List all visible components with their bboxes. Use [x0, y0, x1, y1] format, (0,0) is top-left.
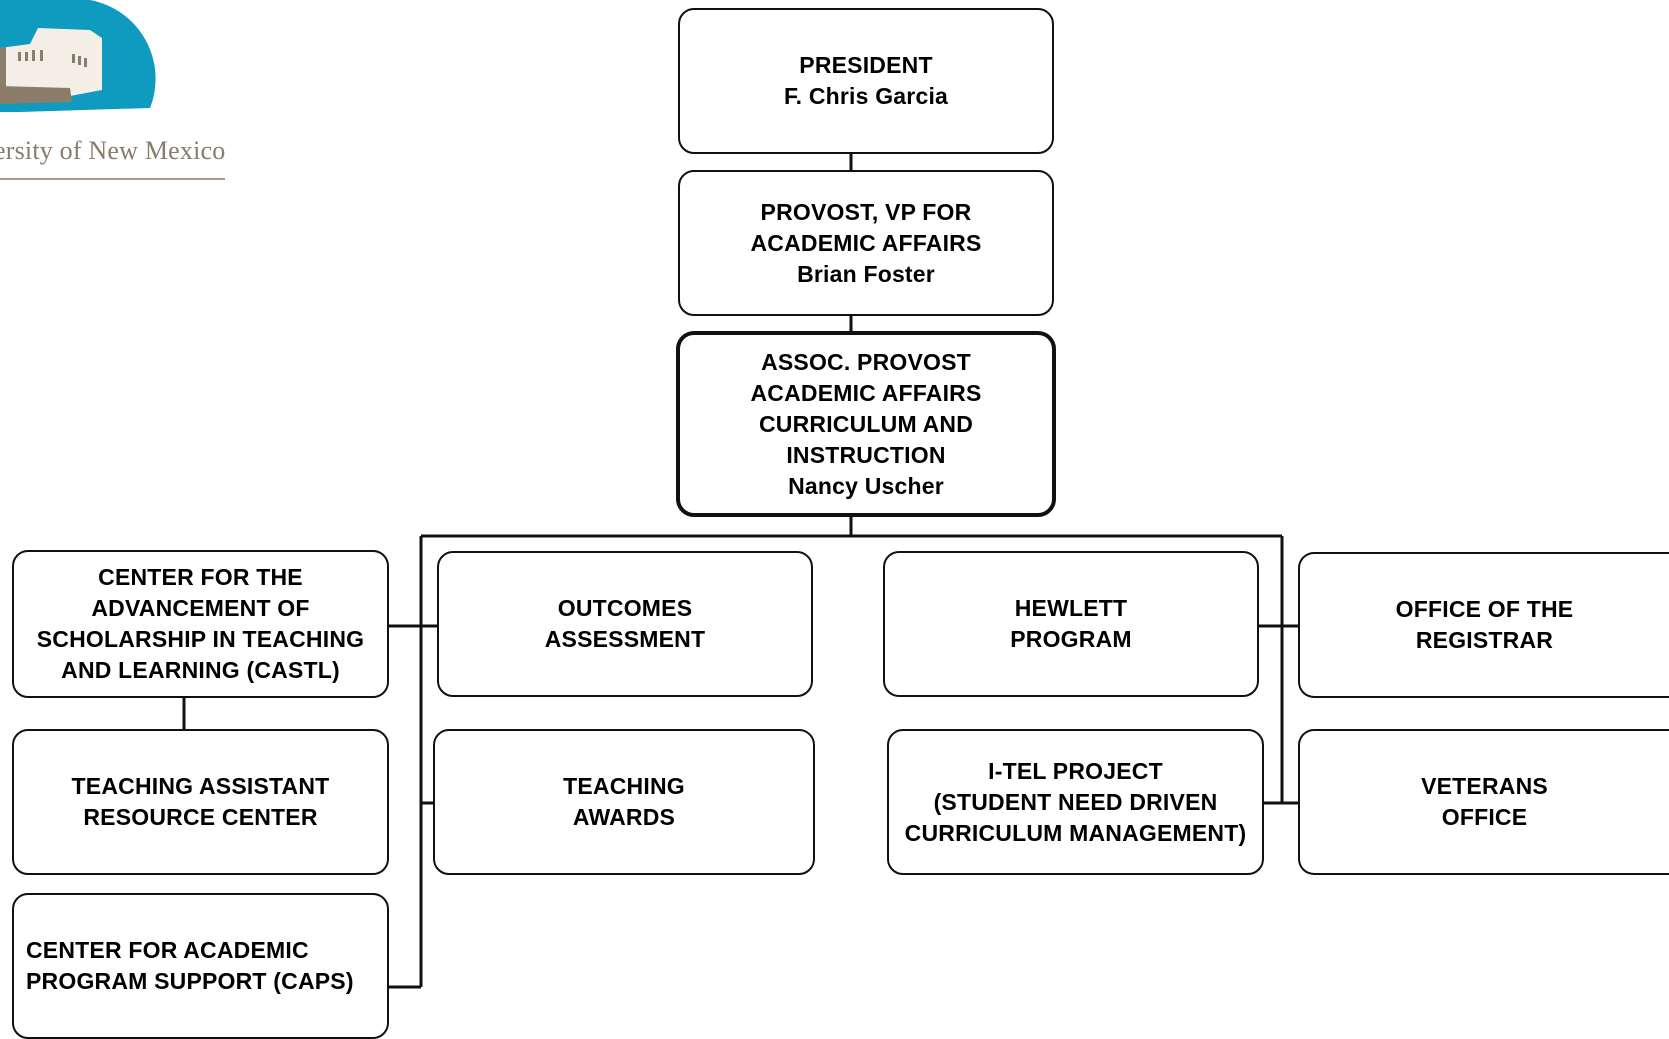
box-text-line: ACADEMIC AFFAIRS: [750, 379, 982, 406]
box-text-line: OFFICE OF THE: [1395, 596, 1574, 622]
box-text-line: PROGRAM SUPPORT (CAPS): [26, 968, 354, 994]
box-text-line: TEACHING ASSISTANT: [71, 773, 330, 799]
logo-building: [0, 28, 102, 100]
box-text-line: OFFICE: [1441, 804, 1528, 830]
president-box: PRESIDENT F. Chris Garcia: [678, 8, 1054, 154]
registrar-box: OFFICE OF THE REGISTRAR: [1298, 552, 1669, 698]
box-text-line: ASSESSMENT: [544, 626, 706, 652]
box-text-line: CENTER FOR THE: [98, 564, 303, 590]
box-text-line: CURRICULUM MANAGEMENT): [904, 819, 1247, 846]
logo-underline: [0, 178, 225, 180]
box-text-line: Brian Foster: [797, 260, 935, 287]
box-text-line: I-TEL PROJECT: [988, 757, 1163, 784]
university-logo: ersity of New Mexico: [0, 0, 240, 190]
box-text-line: CURRICULUM AND: [758, 410, 974, 437]
box-text-line: (STUDENT NEED DRIVEN: [933, 788, 1218, 815]
box-text-line: ASSOC. PROVOST: [761, 348, 971, 375]
logo-windows: [18, 50, 87, 67]
teaching-awards-box: TEACHING AWARDS: [433, 729, 815, 875]
box-text-line: PRESIDENT: [799, 52, 933, 78]
logo-wordmark: ersity of New Mexico: [0, 136, 226, 165]
itel-project-box: I-TEL PROJECT (STUDENT NEED DRIVEN CURRI…: [887, 729, 1264, 875]
box-text-line: HEWLETT: [1014, 595, 1128, 621]
outcomes-assessment-box: OUTCOMES ASSESSMENT: [437, 551, 813, 697]
hewlett-program-box: HEWLETT PROGRAM: [883, 551, 1259, 697]
box-text-line: F. Chris Garcia: [783, 83, 949, 109]
box-text-line: PROVOST, VP FOR: [760, 198, 972, 225]
box-text-line: PROGRAM: [1010, 626, 1132, 652]
castl-box: CENTER FOR THE ADVANCEMENT OF SCHOLARSHI…: [12, 550, 389, 698]
provost-box: PROVOST, VP FOR ACADEMIC AFFAIRS Brian F…: [678, 170, 1054, 316]
assoc-provost-box: ASSOC. PROVOST ACADEMIC AFFAIRS CURRICUL…: [676, 331, 1056, 517]
box-text-line: CENTER FOR ACADEMIC: [26, 937, 309, 963]
box-text-line: INSTRUCTION: [786, 441, 946, 468]
veterans-office-box: VETERANS OFFICE: [1298, 729, 1669, 875]
box-text-line: OUTCOMES: [557, 595, 693, 621]
box-text-line: AND LEARNING (CASTL): [61, 657, 340, 683]
caps-box: CENTER FOR ACADEMIC PROGRAM SUPPORT (CAP…: [12, 893, 389, 1039]
box-text-line: ADVANCEMENT OF: [91, 595, 310, 621]
box-text-line: ACADEMIC AFFAIRS: [750, 229, 982, 256]
unm-logo-icon: [0, 0, 156, 112]
box-text-line: REGISTRAR: [1415, 627, 1554, 653]
box-text-line: VETERANS: [1421, 773, 1548, 799]
box-text-line: RESOURCE CENTER: [83, 804, 318, 830]
teaching-assistant-box: TEACHING ASSISTANT RESOURCE CENTER: [12, 729, 389, 875]
logo-building-edge: [0, 47, 6, 100]
box-text-line: Nancy Uscher: [788, 472, 944, 499]
logo-building-shadow: [0, 86, 72, 104]
box-text-line: AWARDS: [572, 804, 676, 830]
box-text-line: SCHOLARSHIP IN TEACHING: [36, 626, 365, 652]
box-text-line: TEACHING: [563, 773, 685, 799]
